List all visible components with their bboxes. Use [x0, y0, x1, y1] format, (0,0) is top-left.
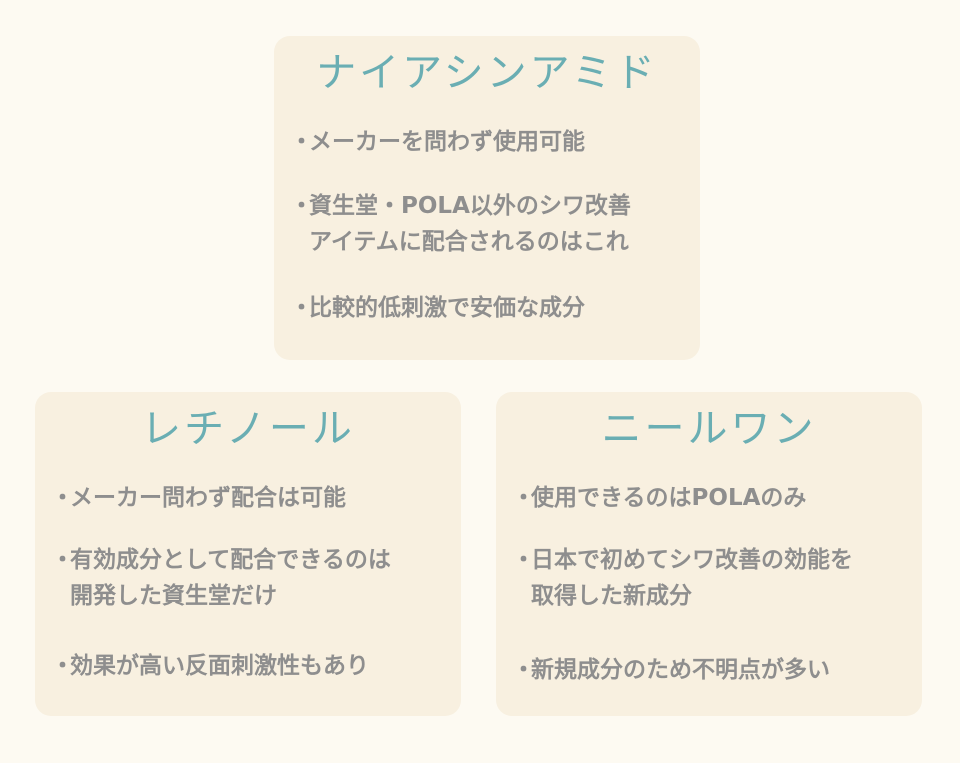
list-item: ・ メーカーを問わず使用可能	[290, 124, 690, 160]
bullet-text: 新規成分のため不明点が多い	[531, 657, 830, 683]
list-item: ・ 使用できるのはPOLAのみ	[512, 480, 912, 516]
bullet-text: 有効成分として配合できるのは 開発した資生堂だけ	[70, 547, 391, 609]
card-title: ニールワン	[601, 406, 817, 452]
bullet-text: 比較的低刺激で安価な成分	[309, 295, 585, 321]
bullet-dot-icon: ・	[512, 547, 535, 573]
bullet-dot-icon: ・	[51, 485, 74, 511]
bullet-dot-icon: ・	[512, 657, 535, 683]
bullet-dot-icon: ・	[512, 485, 535, 511]
list-item: ・ メーカー問わず配合は可能	[51, 480, 451, 516]
card-title: ナイアシンアミド	[316, 50, 658, 96]
bullet-text: メーカーを問わず使用可能	[309, 129, 585, 155]
bullet-text: メーカー問わず配合は可能	[70, 485, 346, 511]
bullet-dot-icon: ・	[290, 129, 313, 155]
list-item: ・ 新規成分のため不明点が多い	[512, 652, 912, 688]
bullet-dot-icon: ・	[51, 547, 74, 573]
bullet-text: 日本で初めてシワ改善の効能を 取得した新成分	[531, 547, 853, 609]
bullet-dot-icon: ・	[290, 295, 313, 321]
list-item: ・ 有効成分として配合できるのは 開発した資生堂だけ	[51, 542, 451, 614]
card-niacinamide: ナイアシンアミド ・ メーカーを問わず使用可能 ・ 資生堂・POLA以外のシワ改…	[274, 36, 700, 360]
bullet-text: 資生堂・POLA以外のシワ改善 アイテムに配合されるのはこれ	[309, 193, 631, 255]
bullet-dot-icon: ・	[51, 653, 74, 679]
bullet-text: 使用できるのはPOLAのみ	[531, 485, 807, 511]
bullet-dot-icon: ・	[290, 193, 313, 219]
card-title: レチノール	[141, 406, 355, 452]
list-item: ・ 比較的低刺激で安価な成分	[290, 290, 690, 326]
card-retinol: レチノール ・ メーカー問わず配合は可能 ・ 有効成分として配合できるのは 開発…	[35, 392, 461, 716]
list-item: ・ 資生堂・POLA以外のシワ改善 アイテムに配合されるのはこれ	[290, 188, 690, 260]
list-item: ・ 効果が高い反面刺激性もあり	[51, 648, 451, 684]
list-item: ・ 日本で初めてシワ改善の効能を 取得した新成分	[512, 542, 912, 614]
card-neal-one: ニールワン ・ 使用できるのはPOLAのみ ・ 日本で初めてシワ改善の効能を 取…	[496, 392, 922, 716]
bullet-text: 効果が高い反面刺激性もあり	[70, 653, 369, 679]
